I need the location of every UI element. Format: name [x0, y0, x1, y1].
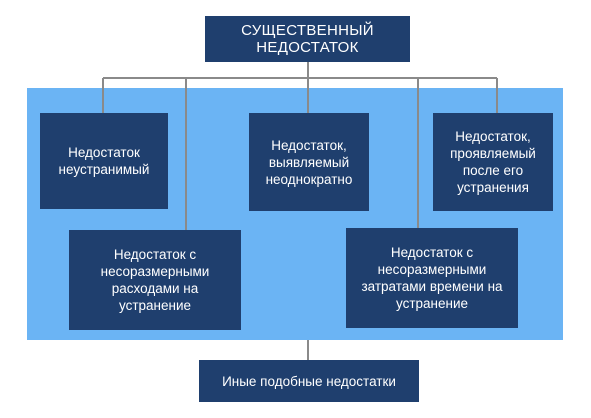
node-disproportionate-costs: Недостаток с несоразмерными расходами на…	[69, 230, 241, 330]
node-after-fix: Недостаток, проявляемый после его устран…	[433, 113, 553, 211]
root-node: СУЩЕСТВЕННЫЙ НЕДОСТАТОК	[205, 16, 410, 62]
node-unremovable: Недостаток неустранимый	[40, 113, 168, 209]
node-other-defects: Иные подобные недостатки	[199, 360, 419, 402]
node-disproportionate-time: Недостаток с несоразмерными затратами вр…	[346, 228, 518, 328]
node-repeated: Недостаток, выявляемый неоднократно	[249, 113, 369, 211]
